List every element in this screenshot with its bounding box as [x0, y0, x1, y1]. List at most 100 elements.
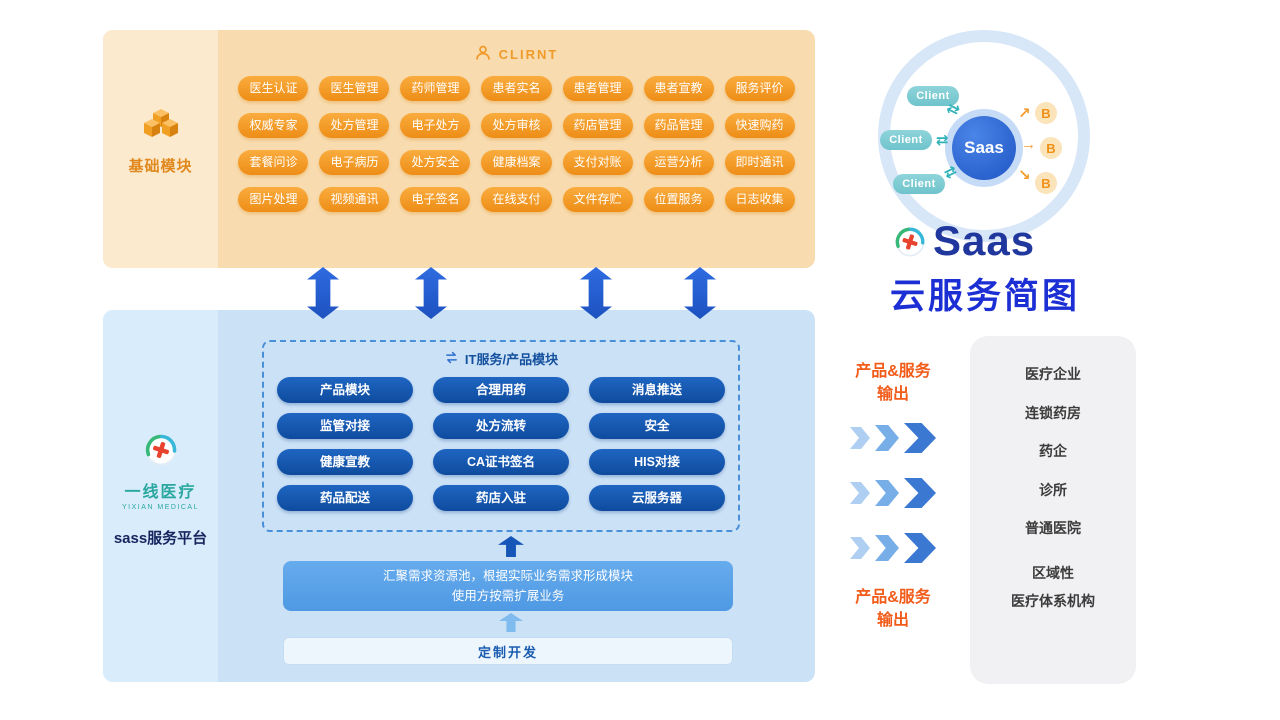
custom-development-box[interactable]: 定制开发: [283, 637, 733, 665]
client-node: Client: [880, 130, 932, 150]
it-service-header-label: IT服务/产品模块: [464, 352, 559, 367]
chevron-medium-icon: [875, 535, 899, 561]
customer-item: 普通医院: [1025, 520, 1081, 536]
basic-module-button[interactable]: 药店管理: [562, 113, 633, 138]
basic-module-button[interactable]: 医生认证: [238, 76, 309, 101]
platform-module-button[interactable]: 合理用药: [433, 377, 569, 403]
basic-modules-sidebar: 基础模块: [103, 30, 218, 268]
basic-module-button[interactable]: 位置服务: [643, 187, 714, 212]
yixian-medical-logo-icon: [143, 432, 179, 473]
arrow-down-right-icon: ↘: [1018, 167, 1031, 184]
basic-module-row: 图片处理 视频通讯 电子签名 在线支付 文件存贮 位置服务 日志收集: [238, 187, 795, 212]
platform-module-button[interactable]: 消息推送: [589, 377, 725, 403]
platform-module-button[interactable]: 健康宣教: [277, 449, 413, 475]
basic-modules-grid: 医生认证 医生管理 药师管理 患者实名 患者管理 患者宣教 服务评价 权威专家 …: [238, 76, 795, 212]
basic-modules-content: CLIRNT 医生认证 医生管理 药师管理 患者实名 患者管理 患者宣教 服务评…: [218, 30, 815, 268]
basic-module-button[interactable]: 处方安全: [400, 150, 471, 175]
chevron-large-icon: [904, 533, 936, 563]
customer-panel: 医疗企业 连锁药房 药企 诊所 普通医院 区域性 医疗体系机构: [970, 336, 1136, 684]
basic-module-button[interactable]: 患者实名: [481, 76, 552, 101]
basic-module-button[interactable]: 支付对账: [562, 150, 633, 175]
b-node: B: [1035, 172, 1057, 194]
basic-module-button[interactable]: 服务评价: [724, 76, 795, 101]
arrow-right-icon: →: [1021, 136, 1036, 153]
b-node: B: [1035, 102, 1057, 124]
basic-module-button[interactable]: 患者宣教: [643, 76, 714, 101]
output-flow-line1: 产品&服务: [855, 589, 931, 606]
basic-module-button[interactable]: 在线支付: [481, 187, 552, 212]
basic-modules-panel: 基础模块 CLIRNT 医生认证 医生管理 药师管理 患者实名 患者管理: [103, 30, 815, 268]
sync-icon: [444, 351, 459, 367]
client-header-label: CLIRNT: [498, 47, 559, 62]
platform-module-button[interactable]: 监管对接: [277, 413, 413, 439]
platform-module-button[interactable]: 药店入驻: [433, 485, 569, 511]
basic-module-button[interactable]: 电子签名: [400, 187, 471, 212]
output-flow-label-bottom: 产品&服务 输出: [838, 586, 948, 632]
basic-module-row: 医生认证 医生管理 药师管理 患者实名 患者管理 患者宣教 服务评价: [238, 76, 795, 101]
basic-module-button[interactable]: 运营分析: [643, 150, 714, 175]
platform-module-button[interactable]: 药品配送: [277, 485, 413, 511]
custom-development-label: 定制开发: [477, 644, 538, 660]
resource-pool-line1: 汇聚需求资源池，根据实际业务需求形成模块: [382, 569, 633, 583]
b-label: B: [1041, 105, 1051, 121]
person-icon: [475, 45, 491, 64]
platform-module-button[interactable]: CA证书签名: [433, 449, 569, 475]
customer-item: 医疗企业: [1025, 366, 1081, 382]
output-flow-line2: 输出: [876, 386, 909, 404]
platform-module-button[interactable]: 云服务器: [589, 485, 725, 511]
b-label: B: [1046, 140, 1056, 156]
output-flow-label-top: 产品&服务 输出: [838, 360, 948, 406]
client-label: Client: [889, 134, 923, 146]
platform-label: sass服务平台: [113, 530, 208, 547]
basic-module-button[interactable]: 处方审核: [481, 113, 552, 138]
client-label: Client: [902, 178, 936, 190]
chevron-medium-icon: [875, 425, 899, 451]
platform-panel: 一线医疗 YIXIAN MEDICAL sass服务平台 IT服务/产品模块 产…: [103, 310, 815, 682]
chevron-medium-icon: [875, 480, 899, 506]
client-node: Client: [907, 86, 959, 106]
platform-module-button[interactable]: 处方流转: [433, 413, 569, 439]
basic-module-button[interactable]: 快速购药: [724, 113, 795, 138]
client-header: CLIRNT: [475, 45, 559, 64]
basic-module-button[interactable]: 药品管理: [643, 113, 714, 138]
basic-module-button[interactable]: 医生管理: [319, 76, 390, 101]
basic-module-button[interactable]: 电子病历: [319, 150, 390, 175]
basic-module-button[interactable]: 即时通讯: [724, 150, 795, 175]
basic-module-button[interactable]: 文件存贮: [562, 187, 633, 212]
chevron-arrows-icon: [850, 423, 936, 453]
basic-module-button[interactable]: 权威专家: [238, 113, 309, 138]
customer-item: 区域性 医疗体系机构: [1011, 564, 1095, 609]
platform-module-button[interactable]: 安全: [589, 413, 725, 439]
basic-module-button[interactable]: 图片处理: [238, 187, 309, 212]
customer-item: 连锁药房: [1025, 404, 1081, 421]
customer-item: 诊所: [1039, 481, 1067, 498]
platform-module-button[interactable]: HIS对接: [589, 449, 725, 475]
arrow-up-right-icon: ↗: [1018, 105, 1031, 122]
platform-module-grid: 产品模块 合理用药 消息推送 监管对接 处方流转 安全 健康宣教 CA证书签名 …: [277, 377, 725, 511]
resource-pool-box: 汇聚需求资源池，根据实际业务需求形成模块 使用方按需扩展业务: [283, 561, 733, 611]
basic-module-button[interactable]: 视频通讯: [319, 187, 390, 212]
output-flow-line1: 产品&服务: [855, 363, 931, 380]
platform-module-row: 健康宣教 CA证书签名 HIS对接: [277, 449, 725, 475]
basic-module-button[interactable]: 患者管理: [562, 76, 633, 101]
b-node: B: [1040, 137, 1062, 159]
basic-module-row: 套餐问诊 电子病历 处方安全 健康档案 支付对账 运营分析 即时通讯: [238, 150, 795, 175]
basic-module-button[interactable]: 药师管理: [400, 76, 471, 101]
brand-subtitle: YIXIAN MEDICAL: [121, 504, 199, 511]
basic-module-button[interactable]: 日志收集: [724, 187, 795, 212]
client-node: Client: [893, 174, 945, 194]
chevron-arrows-icon: [850, 478, 936, 508]
platform-module-row: 产品模块 合理用药 消息推送: [277, 377, 725, 403]
platform-module-button[interactable]: 产品模块: [277, 377, 413, 403]
basic-module-button[interactable]: 套餐问诊: [238, 150, 309, 175]
saas-logo-icon: [893, 225, 927, 264]
bidirectional-arrow-icon: ⇄: [936, 132, 949, 149]
basic-module-button[interactable]: 电子处方: [400, 113, 471, 138]
output-flow-line2: 输出: [876, 612, 909, 630]
chevron-small-icon: [850, 482, 870, 504]
brand-name: 一线医疗: [124, 484, 197, 501]
saas-center-node: Saas: [952, 116, 1016, 180]
basic-module-button[interactable]: 处方管理: [319, 113, 390, 138]
basic-module-button[interactable]: 健康档案: [481, 150, 552, 175]
